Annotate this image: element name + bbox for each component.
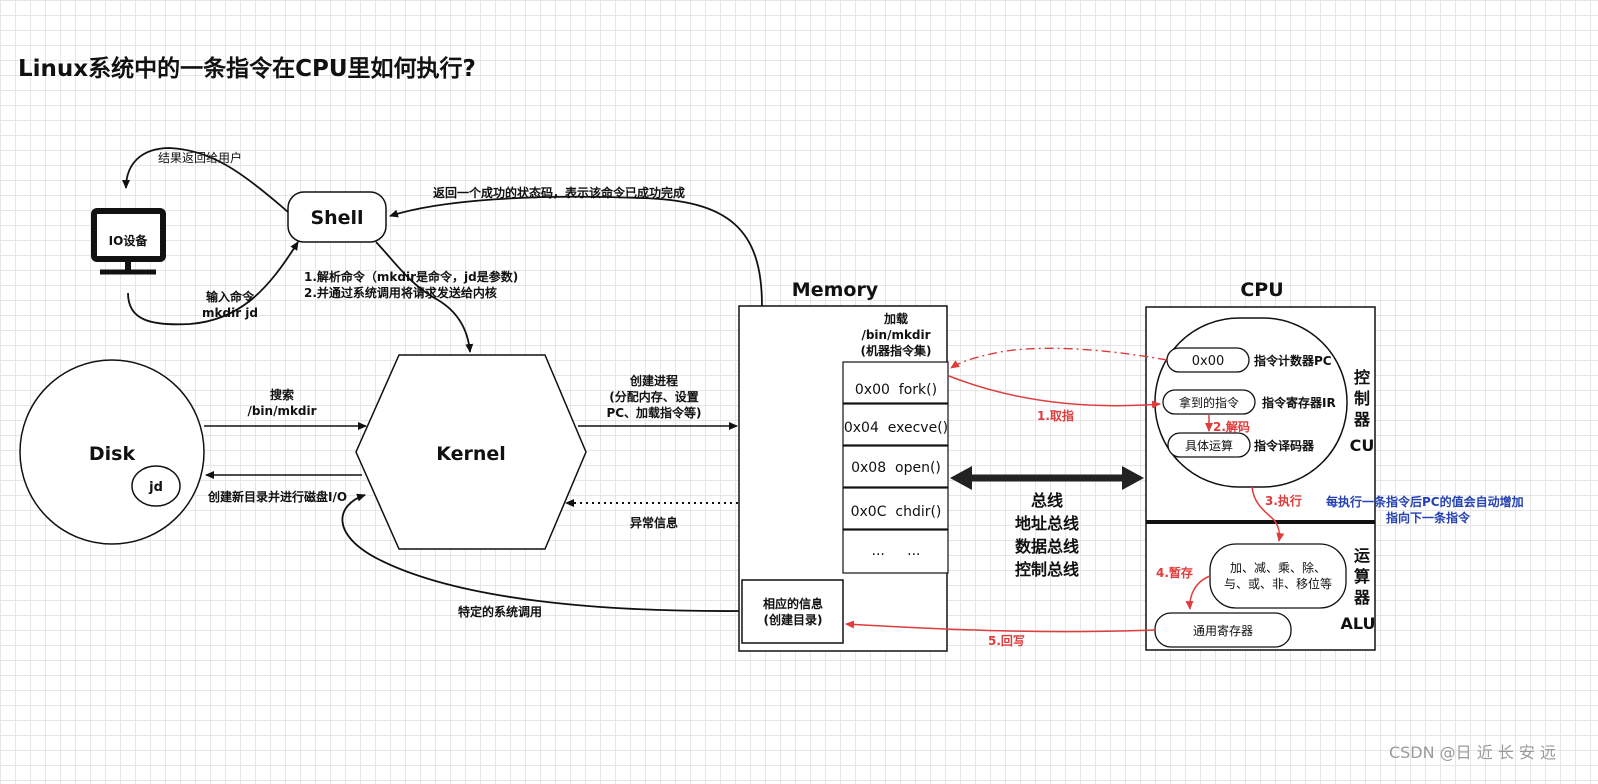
search-label-1: 搜索 [270, 387, 294, 402]
pc-to-memory-arrow [950, 347, 1168, 369]
ir-value: 拿到的指令 [1179, 395, 1239, 410]
memory-info-box [741, 579, 844, 644]
cu-char-2: 制 [1354, 389, 1370, 408]
instruction-text: 0x04 execve() [844, 420, 948, 436]
page-title: Linux系统中的一条指令在CPU里如何执行? [18, 55, 476, 82]
watermark: CSDN @日 近 长 安 远 [1389, 743, 1556, 762]
bus-label-4: 控制总线 [1015, 560, 1079, 579]
load-label-1: 加载 [883, 311, 908, 326]
fetch-arrow [948, 375, 1161, 409]
instruction-cell [842, 361, 949, 404]
kernel-label: Kernel [436, 443, 506, 465]
create-dir-label: 创建新目录并进行磁盘I/O [207, 489, 347, 504]
search-label-2: /bin/mkdir [247, 404, 316, 418]
decoder-label: 指令译码器 [1254, 438, 1315, 453]
disk-label: Disk [89, 443, 136, 465]
memory-info-label-1: 相应的信息 [763, 596, 823, 611]
general-register-label: 通用寄存器 [1193, 623, 1253, 638]
shell-to-io-arrow [122, 147, 289, 213]
syscall-label: 特定的系统调用 [458, 604, 542, 619]
shell-node [287, 191, 387, 243]
load-label-2: /bin/mkdir [861, 328, 930, 342]
instruction-cell [842, 529, 949, 574]
jd-node [131, 465, 181, 507]
memory-info-label-2: (创建目录) [764, 612, 823, 627]
fetch-label: 1.取指 [1037, 408, 1074, 423]
alu-ops-line-1: 加、减、乘、除、 [1230, 560, 1326, 575]
decoder-value: 具体运算 [1185, 438, 1233, 453]
jd-label: jd [148, 480, 163, 495]
cu-char-3: 器 [1353, 410, 1371, 429]
pc-label: 指令计数器PC [1254, 353, 1332, 368]
execute-arrow [1251, 486, 1285, 542]
io-to-shell-arrow [127, 241, 299, 326]
io-device-label: IO设备 [109, 233, 149, 248]
alu-name: ALU [1341, 614, 1376, 633]
create-process-label-1: 创建进程 [629, 373, 678, 388]
instruction-text: ... ... [872, 543, 921, 559]
shell-to-kernel-arrow [375, 241, 474, 353]
hold-arrow [1185, 575, 1211, 610]
status-code-label: 返回一个成功的状态码，表示该命令已成功完成 [433, 185, 685, 200]
writeback-label: 5.回写 [988, 634, 1025, 648]
memory-to-shell-arrow [389, 195, 763, 307]
instruction-cell [842, 487, 949, 530]
create-process-label-2: (分配内存、设置 [609, 389, 699, 404]
decoder [1167, 432, 1251, 458]
cu-char-1: 控 [1354, 368, 1370, 387]
create-process-label-3: PC、加载指令等) [606, 405, 701, 420]
pc-note-line-1: 每执行一条指令后PC的值会自动增加 [1326, 494, 1524, 509]
alu-char-2: 算 [1354, 567, 1370, 586]
instruction-cell [842, 445, 949, 488]
shell-label: Shell [310, 207, 363, 229]
load-label-3: (机器指令集) [861, 343, 932, 358]
decode-label: 2.解码 [1213, 419, 1250, 434]
bus-double-arrow [950, 466, 1144, 490]
cu-name: CU [1350, 436, 1375, 455]
instruction-text: 0x0C chdir() [851, 504, 942, 520]
syscall-arrow [341, 493, 743, 612]
instruction-cell [842, 403, 949, 446]
alu-char-3: 器 [1353, 588, 1371, 607]
kernel-node [355, 354, 587, 550]
memory-title: Memory [792, 279, 879, 301]
exception-label: 异常信息 [630, 515, 678, 530]
instruction-text: 0x00 fork() [855, 382, 937, 398]
pc-note-line-2: 指向下一条指令 [1386, 510, 1471, 525]
alu-ops-line-2: 与、或、非、移位等 [1224, 576, 1332, 591]
bus-label-2: 地址总线 [1015, 514, 1079, 533]
bus-label-3: 数据总线 [1015, 537, 1079, 556]
input-command-label-2: mkdir jd [202, 306, 258, 320]
return-to-user-label: 结果返回给用户 [158, 150, 242, 165]
syscall-request-label: 2.并通过系统调用将请求发送给内核 [304, 285, 497, 300]
cpu-title: CPU [1240, 279, 1283, 301]
instruction-list: 0x00 fork() 0x04 execve() 0x08 open() 0x… [842, 361, 949, 574]
input-command-label-1: 输入命令 [206, 289, 255, 304]
alu-char-1: 运 [1354, 546, 1370, 565]
bus-label-1: 总线 [1031, 491, 1063, 510]
writeback-arrow [845, 620, 1156, 633]
parse-command-label: 1.解析命令（mkdir是命令，jd是参数) [304, 269, 518, 284]
ir-label: 指令寄存器IR [1262, 395, 1336, 410]
hold-label: 4.暂存 [1156, 565, 1193, 580]
monitor-icon [91, 208, 166, 275]
instruction-text: 0x08 open() [851, 460, 941, 476]
execute-label: 3.执行 [1265, 493, 1302, 508]
pc-value: 0x00 [1192, 354, 1225, 369]
alu-operations [1209, 543, 1347, 609]
